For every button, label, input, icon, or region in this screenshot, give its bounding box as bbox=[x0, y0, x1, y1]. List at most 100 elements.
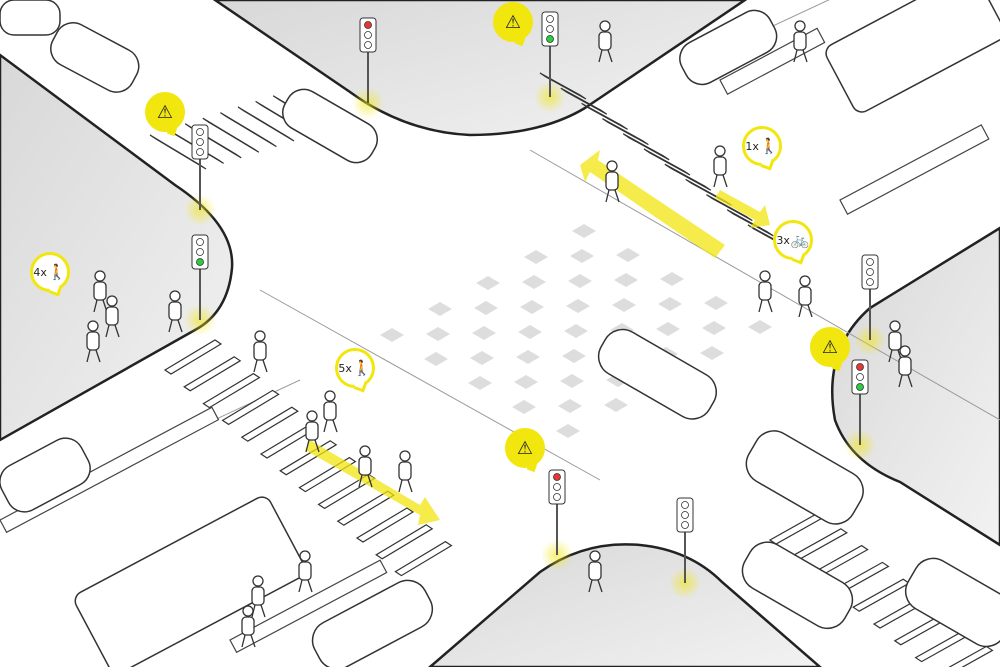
warning-callout: ⚠ bbox=[505, 428, 545, 468]
car bbox=[745, 430, 864, 525]
crosswalk-stripe bbox=[149, 134, 207, 170]
person bbox=[888, 320, 903, 363]
person bbox=[298, 550, 313, 593]
warning-icon: ⚠ bbox=[516, 437, 534, 459]
checker-tile bbox=[604, 398, 628, 412]
traffic-light bbox=[676, 497, 694, 583]
checker-tile bbox=[616, 248, 640, 262]
pedestrian-icon: 🚶 bbox=[759, 137, 779, 155]
checker-tile bbox=[700, 346, 724, 360]
car bbox=[0, 437, 91, 513]
crosswalk-stripe bbox=[202, 117, 260, 153]
checker-tile bbox=[656, 322, 680, 336]
count-label: 4x bbox=[33, 265, 47, 279]
crosswalk-stripe bbox=[163, 339, 223, 375]
crosswalk-stripe bbox=[622, 133, 670, 161]
count-label: 3x bbox=[776, 233, 790, 247]
checker-tile bbox=[520, 300, 544, 314]
pedestrian-icon: 🚶 bbox=[352, 359, 372, 377]
traffic-light bbox=[548, 469, 566, 555]
warning-callout: ⚠ bbox=[145, 92, 185, 132]
checker-tile bbox=[556, 424, 580, 438]
checker-tile bbox=[380, 328, 404, 342]
checker-tile bbox=[472, 326, 496, 340]
checker-tile bbox=[748, 320, 772, 334]
person bbox=[898, 345, 913, 388]
checker-tile bbox=[516, 350, 540, 364]
checker-tile bbox=[470, 351, 494, 365]
pedestrian-icon: 🚶 bbox=[47, 263, 67, 281]
person bbox=[323, 390, 338, 433]
bus bbox=[825, 0, 1000, 113]
checker-tile bbox=[562, 349, 586, 363]
direction-arrow bbox=[305, 440, 440, 525]
crosswalk-stripe bbox=[664, 163, 712, 191]
checker-tile bbox=[468, 376, 492, 390]
crosswalk-stripe bbox=[581, 102, 628, 130]
person bbox=[598, 20, 613, 63]
traffic-light bbox=[541, 11, 559, 97]
crosswalk-stripe bbox=[183, 356, 242, 392]
checker-tile bbox=[612, 298, 636, 312]
car bbox=[50, 22, 140, 93]
checker-tile bbox=[522, 275, 546, 289]
checker-tile bbox=[558, 399, 582, 413]
person bbox=[588, 550, 603, 593]
person bbox=[713, 145, 728, 188]
car bbox=[282, 88, 378, 164]
car bbox=[0, 0, 61, 36]
checker-tile bbox=[428, 302, 452, 316]
checker-tile bbox=[560, 374, 584, 388]
checker-tile bbox=[568, 274, 592, 288]
person bbox=[253, 330, 268, 373]
checker-tile bbox=[658, 297, 682, 311]
direction-arrow bbox=[715, 190, 770, 228]
crosswalk-stripe bbox=[221, 389, 280, 426]
traffic-light bbox=[861, 254, 879, 340]
checker-tile bbox=[514, 375, 538, 389]
crosswalk-stripe bbox=[240, 406, 299, 442]
sidewalk-right bbox=[831, 226, 1000, 547]
median bbox=[229, 559, 388, 654]
median bbox=[0, 406, 220, 534]
crosswalk-stripe bbox=[375, 524, 434, 560]
crosswalk-stripe bbox=[726, 209, 774, 237]
count-label: 5x bbox=[338, 361, 352, 375]
person bbox=[93, 270, 108, 313]
checker-tile bbox=[518, 325, 542, 339]
warning-callout: ⚠ bbox=[493, 2, 533, 42]
checker-tile bbox=[476, 276, 500, 290]
count-label: 1x bbox=[745, 139, 759, 153]
traffic-light bbox=[191, 234, 209, 320]
crosswalk-stripe bbox=[539, 72, 587, 100]
crosswalk-stripe bbox=[560, 87, 608, 115]
median bbox=[839, 124, 990, 215]
checker-tile bbox=[572, 224, 596, 238]
checker-tile bbox=[524, 250, 548, 264]
traffic-light bbox=[191, 124, 209, 210]
checker-tile bbox=[474, 301, 498, 315]
car bbox=[679, 9, 778, 86]
crosswalk-stripe bbox=[643, 148, 691, 176]
car bbox=[904, 557, 1000, 648]
pedestrian-count-callout: 5x🚶 bbox=[335, 348, 375, 388]
car bbox=[741, 541, 854, 630]
person bbox=[605, 160, 620, 203]
pedestrian-count-callout: 1x🚶 bbox=[742, 126, 782, 166]
checker-tile bbox=[424, 352, 448, 366]
crosswalk-stripe bbox=[220, 112, 277, 148]
person bbox=[798, 275, 813, 318]
checker-tile bbox=[426, 327, 450, 341]
person bbox=[105, 295, 120, 338]
bicycle-icon: 🚲 bbox=[790, 231, 810, 249]
checker-tile bbox=[570, 249, 594, 263]
warning-callout: ⚠ bbox=[810, 327, 850, 367]
crosswalk-stripe bbox=[202, 372, 261, 409]
person bbox=[793, 20, 808, 63]
traffic-light bbox=[359, 17, 377, 103]
checker-tile bbox=[614, 273, 638, 287]
checker-tile bbox=[704, 296, 728, 310]
crosswalk-stripe bbox=[706, 194, 753, 222]
